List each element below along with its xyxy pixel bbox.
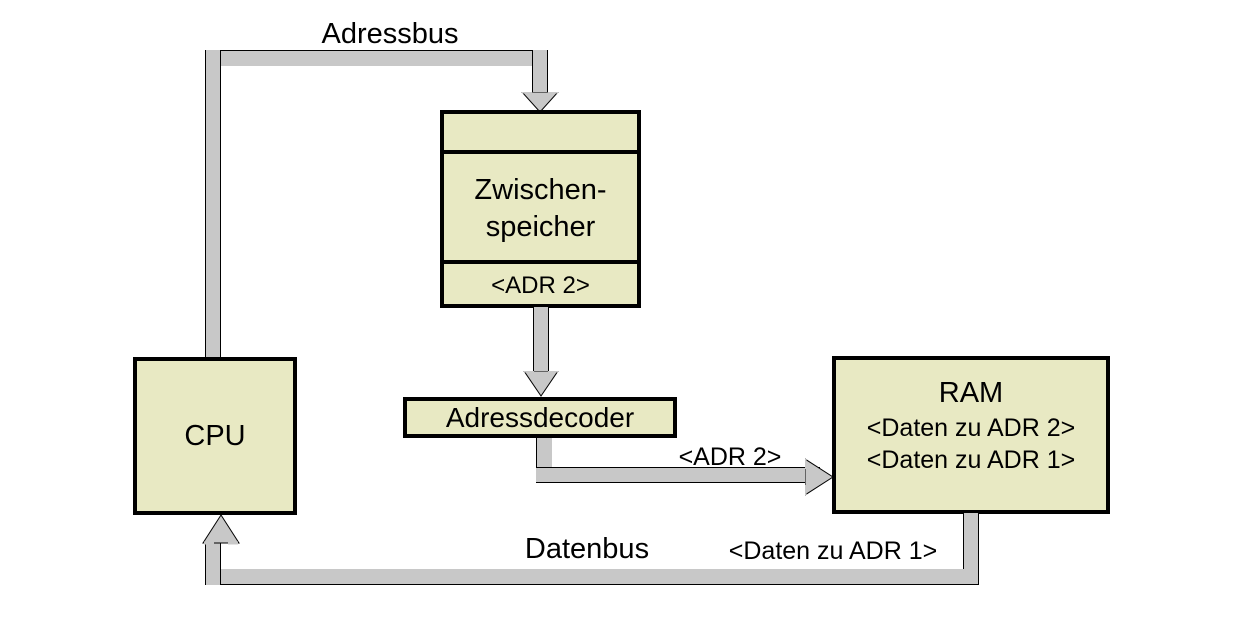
address-bus-label: Adressbus: [321, 18, 459, 50]
address-bus-arrowhead-icon: [521, 92, 559, 113]
address-value-label: <ADR 2>: [678, 443, 782, 471]
zwischenspeicher-name-row: Zwischen- speicher: [444, 158, 637, 264]
data-value-label: <Daten zu ADR 1>: [728, 537, 938, 565]
zwischenspeicher-name-line-2: speicher: [485, 211, 596, 243]
zwischenspeicher-empty-row: [444, 114, 637, 154]
data-bus-segment-horizontal: [205, 569, 979, 585]
adressdecoder-to-ram-segment-vertical: [536, 437, 552, 469]
address-bus-segment-left: [205, 50, 221, 358]
ram-cell-2: <Daten zu ADR 1>: [866, 446, 1076, 474]
data-bus-segment-up: [205, 542, 221, 585]
ram-title: RAM: [938, 377, 1004, 409]
adressdecoder-label: Adressdecoder: [445, 401, 635, 433]
cpu-data-arrowhead-icon: [202, 514, 240, 545]
zwischenspeicher-to-adressdecoder-line: [533, 307, 549, 375]
cpu-box: CPU: [133, 357, 297, 515]
adressdecoder-box: Adressdecoder: [403, 397, 677, 438]
ram-cell-1: <Daten zu ADR 2>: [866, 414, 1076, 442]
address-bus-segment-down: [532, 50, 548, 98]
zwischenspeicher-box: Zwischen- speicher <ADR 2>: [440, 110, 641, 308]
address-bus-segment-top: [205, 50, 548, 66]
adressdecoder-to-ram-segment-horizontal: [536, 467, 820, 483]
zwischenspeicher-name-line-1: Zwischen-: [474, 174, 607, 206]
data-bus-label: Datenbus: [524, 533, 650, 565]
zwischenspeicher-value-row: <ADR 2>: [491, 272, 590, 299]
ram-box: RAM <Daten zu ADR 2> <Daten zu ADR 1>: [832, 356, 1110, 514]
cpu-label: CPU: [184, 419, 246, 452]
data-bus-segment-right: [963, 513, 979, 585]
adressdecoder-arrowhead-icon: [523, 371, 559, 397]
ram-address-arrowhead-icon: [805, 458, 834, 496]
